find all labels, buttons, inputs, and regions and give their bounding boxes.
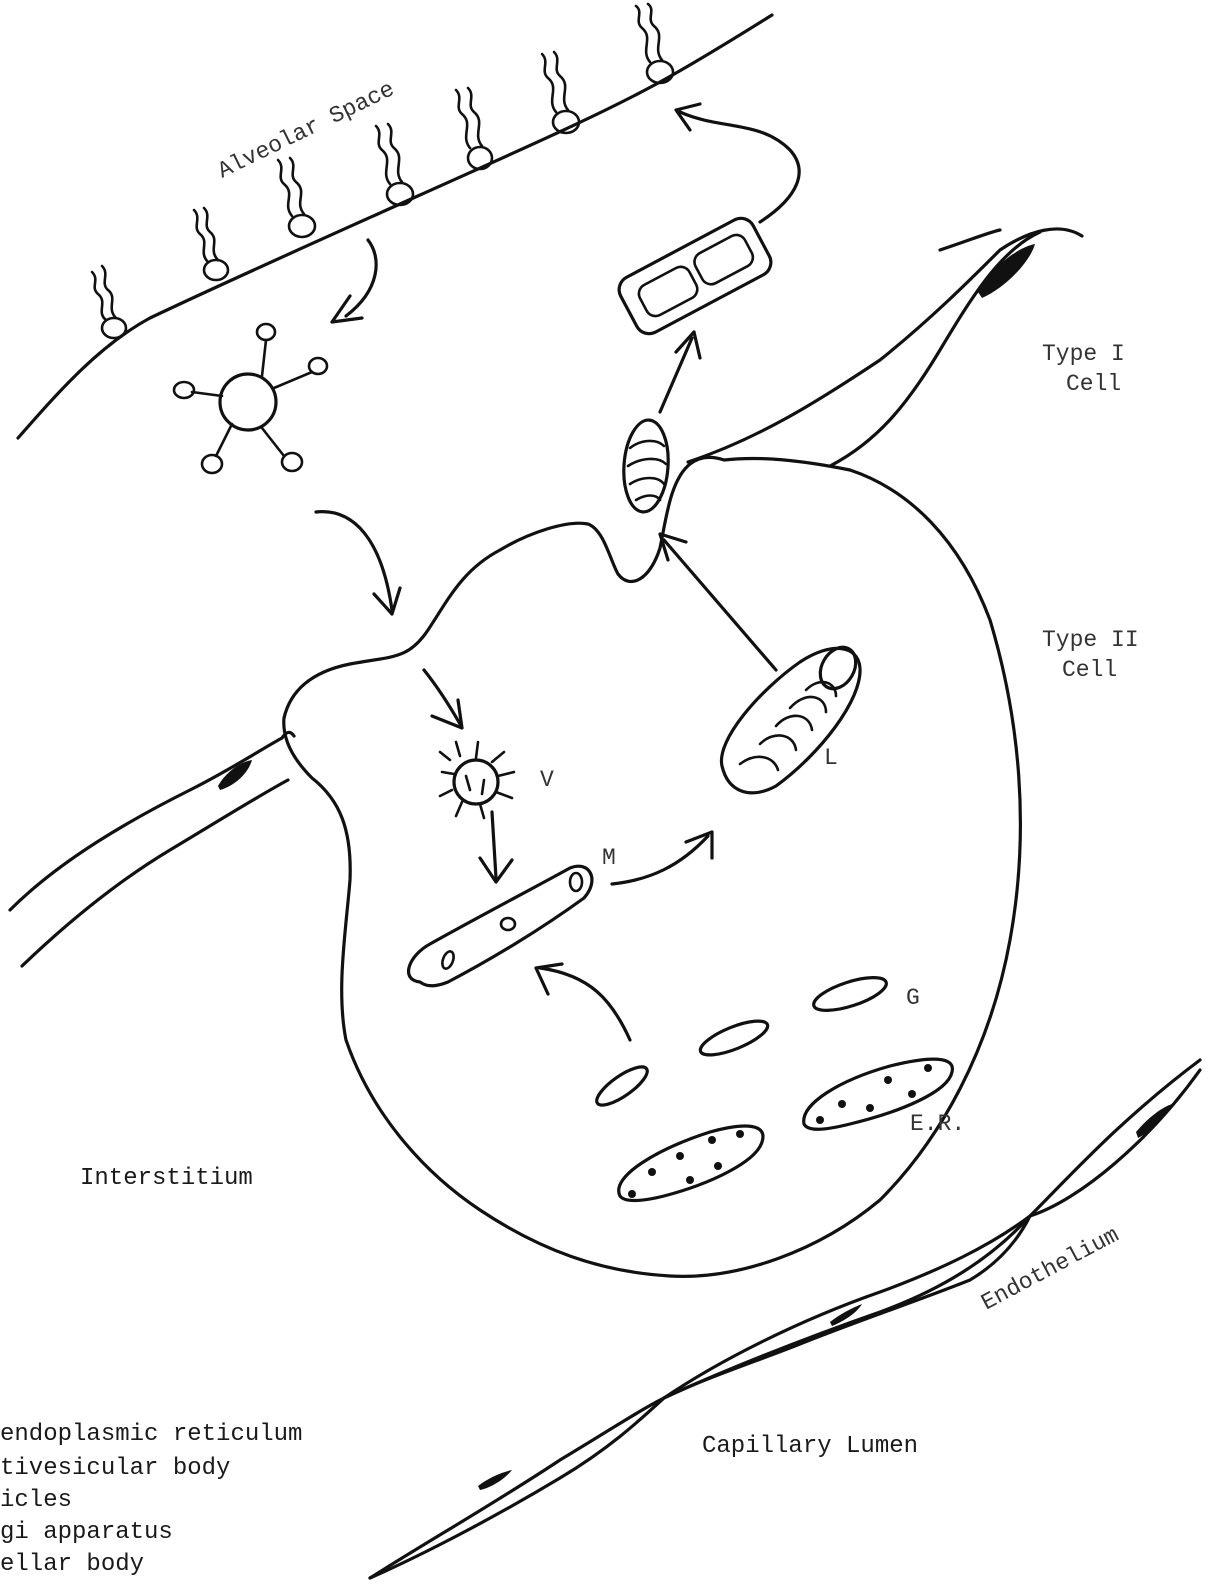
g-label: G <box>906 985 920 1011</box>
m-label: M <box>602 845 616 871</box>
lamellar-body-l <box>721 641 862 793</box>
surfactant-molecule <box>194 208 228 280</box>
type-i-cell-right <box>688 229 1082 466</box>
legend-item: tivesicular body <box>0 1455 230 1482</box>
secretion-arrow-upper <box>660 332 700 412</box>
alveolar-space-label: Alveolar Space <box>214 76 399 184</box>
golgi-to-m-arrow <box>536 964 630 1040</box>
l-to-exocytosis-arrow <box>660 534 776 670</box>
uptake-arrow-intracellular <box>424 670 462 728</box>
type-ii-cell-membrane <box>284 457 1021 1276</box>
vesicle-v <box>440 742 514 818</box>
legend-item: icles <box>0 1487 72 1514</box>
capillary-lumen-label: Capillary Lumen <box>702 1433 918 1460</box>
tubular-myelin <box>614 213 776 338</box>
type-ii-cell-label-line1: Type II <box>1042 627 1139 653</box>
legend-item: ellar body <box>0 1551 144 1578</box>
secreted-lamellar-body <box>621 419 671 514</box>
legend-item: gi apparatus <box>0 1519 173 1546</box>
type-i-cell-left <box>10 732 294 966</box>
capillary-endothelium <box>370 1060 1200 1578</box>
surfactant-molecule <box>542 52 579 133</box>
v-label: V <box>540 767 554 793</box>
er-label: E.R. <box>910 1111 965 1137</box>
golgi-apparatus <box>592 971 890 1112</box>
endocytosis-arrow <box>316 512 400 614</box>
legend-item: endoplasmic reticulum <box>0 1421 302 1448</box>
surfactant-molecule <box>456 88 492 169</box>
alveolar-surface-line <box>18 15 772 438</box>
surfactant-molecule <box>278 158 315 237</box>
v-to-m-arrow <box>480 812 512 882</box>
m-to-l-arrow <box>612 832 712 884</box>
l-label: L <box>824 745 838 771</box>
uptake-arrow <box>332 240 376 322</box>
surfactant-micelle <box>174 324 327 473</box>
surfactant-monolayer <box>92 4 673 338</box>
multivesicular-body-m <box>409 866 592 986</box>
surfactant-molecule <box>636 4 673 83</box>
monolayer-arrow <box>676 104 799 222</box>
legend: endoplasmic reticulum tivesicular body i… <box>0 1421 302 1578</box>
surfactant-molecule <box>376 124 413 205</box>
type-i-cell-label-line1: Type I <box>1042 341 1125 367</box>
surfactant-molecule <box>92 266 126 338</box>
type-ii-cell-label-line2: Cell <box>1062 657 1117 683</box>
type-i-cell-label-line2: Cell <box>1066 371 1121 397</box>
interstitium-label: Interstitium <box>80 1165 253 1192</box>
endoplasmic-reticulum <box>619 1059 953 1200</box>
